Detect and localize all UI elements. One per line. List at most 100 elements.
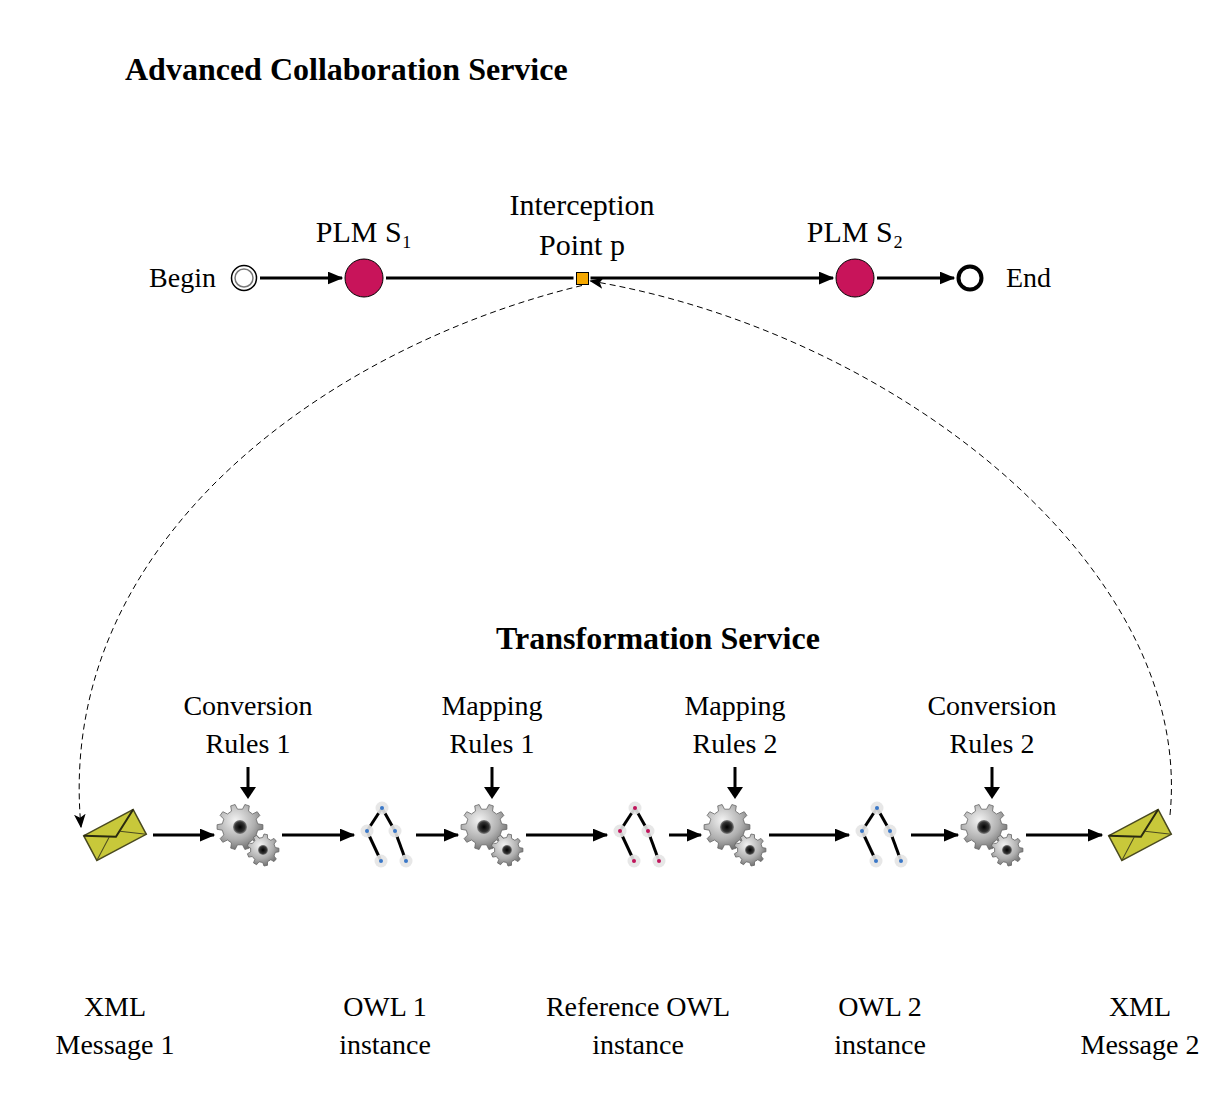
end-node: End: [956, 264, 984, 292]
tree-node-dot: [404, 859, 408, 863]
plm-icon: [835, 258, 875, 298]
rule-arrow-head: [240, 787, 256, 799]
tree-node: Reference OWL instance: [609, 801, 667, 869]
tree-node: [653, 855, 666, 868]
flow-arrow: [769, 834, 849, 837]
interception-square: [576, 272, 588, 284]
env-icon: [1104, 809, 1176, 861]
gear-node: Conversion Rules 1: [216, 803, 280, 867]
tree-node: [628, 855, 641, 868]
plm-circle: [836, 259, 874, 297]
tree-node-dot: [380, 806, 384, 810]
tree-node-dot: [379, 859, 383, 863]
dashed-connector: [591, 281, 1172, 815]
tree-node-dot: [860, 829, 864, 833]
tree-node-dot: [632, 859, 636, 863]
gear-icon: [703, 803, 767, 867]
tree-node: [375, 855, 388, 868]
flow-arrow: [1026, 834, 1102, 837]
service-title: Advanced Collaboration Service: [125, 48, 568, 91]
envelope-icon: [1109, 809, 1172, 860]
tree-node-dot: [393, 829, 397, 833]
tree-node: OWL 2 instance: [851, 801, 909, 869]
env-icon: [79, 809, 151, 861]
tree-node: [389, 825, 402, 838]
begin-icon: [230, 264, 258, 292]
envelope-fold: [120, 821, 146, 845]
gear-hole: [977, 820, 991, 834]
tree-node: [895, 855, 908, 868]
tree-node: [642, 825, 655, 838]
envelope-body: [1109, 809, 1172, 860]
node-label: XML Message 1: [40, 988, 190, 1064]
tree-node: [614, 825, 627, 838]
gear-hole: [477, 820, 491, 834]
tree-node-dot: [888, 829, 892, 833]
flow-arrow: [591, 277, 834, 280]
plm-node: PLM S₂: [835, 258, 875, 298]
rule-arrow-head: [727, 787, 743, 799]
gear-icon: [460, 803, 524, 867]
rule-arrow: [726, 767, 744, 799]
gear-small: [991, 834, 1023, 866]
tree-node-dot: [875, 806, 879, 810]
tree-node: [361, 825, 374, 838]
rule-arrow-shaft: [734, 767, 737, 789]
tree-node-dot: [657, 859, 661, 863]
envelope-fold: [90, 837, 116, 861]
gear-icon: [216, 803, 280, 867]
rule-label: Conversion Rules 1: [163, 687, 333, 763]
begin-node: Begin: [230, 264, 258, 292]
service-title: Transformation Service: [496, 617, 820, 660]
dashed-connector: [79, 286, 582, 828]
tree-node: [884, 825, 897, 838]
flow-arrow: [669, 834, 701, 837]
rule-arrow: [239, 767, 257, 799]
gear-node: Mapping Rules 2: [703, 803, 767, 867]
plm-icon: [344, 258, 384, 298]
rule-arrow-head: [984, 787, 1000, 799]
gear-icon: [960, 803, 1024, 867]
region-shape: [16, 599, 1223, 1099]
gear-hole: [258, 845, 268, 855]
tree-node: [856, 825, 869, 838]
node-label: Interception Point p: [482, 185, 682, 266]
env-node: XML Message 2: [1104, 809, 1176, 861]
rule-arrow-shaft: [491, 767, 494, 789]
plm-node: PLM S₁: [344, 258, 384, 298]
tree-node-dot: [365, 829, 369, 833]
node-label: OWL 1 instance: [320, 988, 450, 1064]
flow-arrow: [526, 834, 607, 837]
tree-icon: [356, 801, 414, 869]
flow-arrow: [282, 834, 354, 837]
envelope-icon: [84, 809, 147, 860]
gear-hole: [233, 820, 247, 834]
rule-label: Conversion Rules 2: [907, 687, 1077, 763]
tree-node-dot: [874, 859, 878, 863]
envelope-flap: [84, 809, 141, 849]
gear-node: Conversion Rules 2: [960, 803, 1024, 867]
begin-inner-circle: [235, 269, 253, 287]
end-circle: [959, 267, 982, 290]
envelope-flap: [1109, 809, 1166, 849]
tree-icon: [609, 801, 667, 869]
end-icon: [956, 264, 984, 292]
tree-node-dot: [633, 806, 637, 810]
tree-node: [871, 802, 884, 815]
node-label: Reference OWL instance: [543, 988, 733, 1064]
tree-node-dot: [618, 829, 622, 833]
gear-small: [734, 834, 766, 866]
plm-circle: [345, 259, 383, 297]
tree-icon: [851, 801, 909, 869]
gear-small: [247, 834, 279, 866]
begin-circle: [232, 266, 257, 291]
tree-node: [629, 802, 642, 815]
tree-node: [400, 855, 413, 868]
env-node: XML Message 1: [79, 809, 151, 861]
rule-arrow-shaft: [991, 767, 994, 789]
service-region: Transformation ServiceXML Message 1Conve…: [14, 597, 1223, 1100]
panel-shape: [64, 6, 1176, 376]
rule-arrow-shaft: [247, 767, 250, 789]
service-panel: Advanced Collaboration ServiceBegin PLM S…: [62, 4, 1178, 378]
node-label: PLM S₁: [284, 212, 444, 253]
